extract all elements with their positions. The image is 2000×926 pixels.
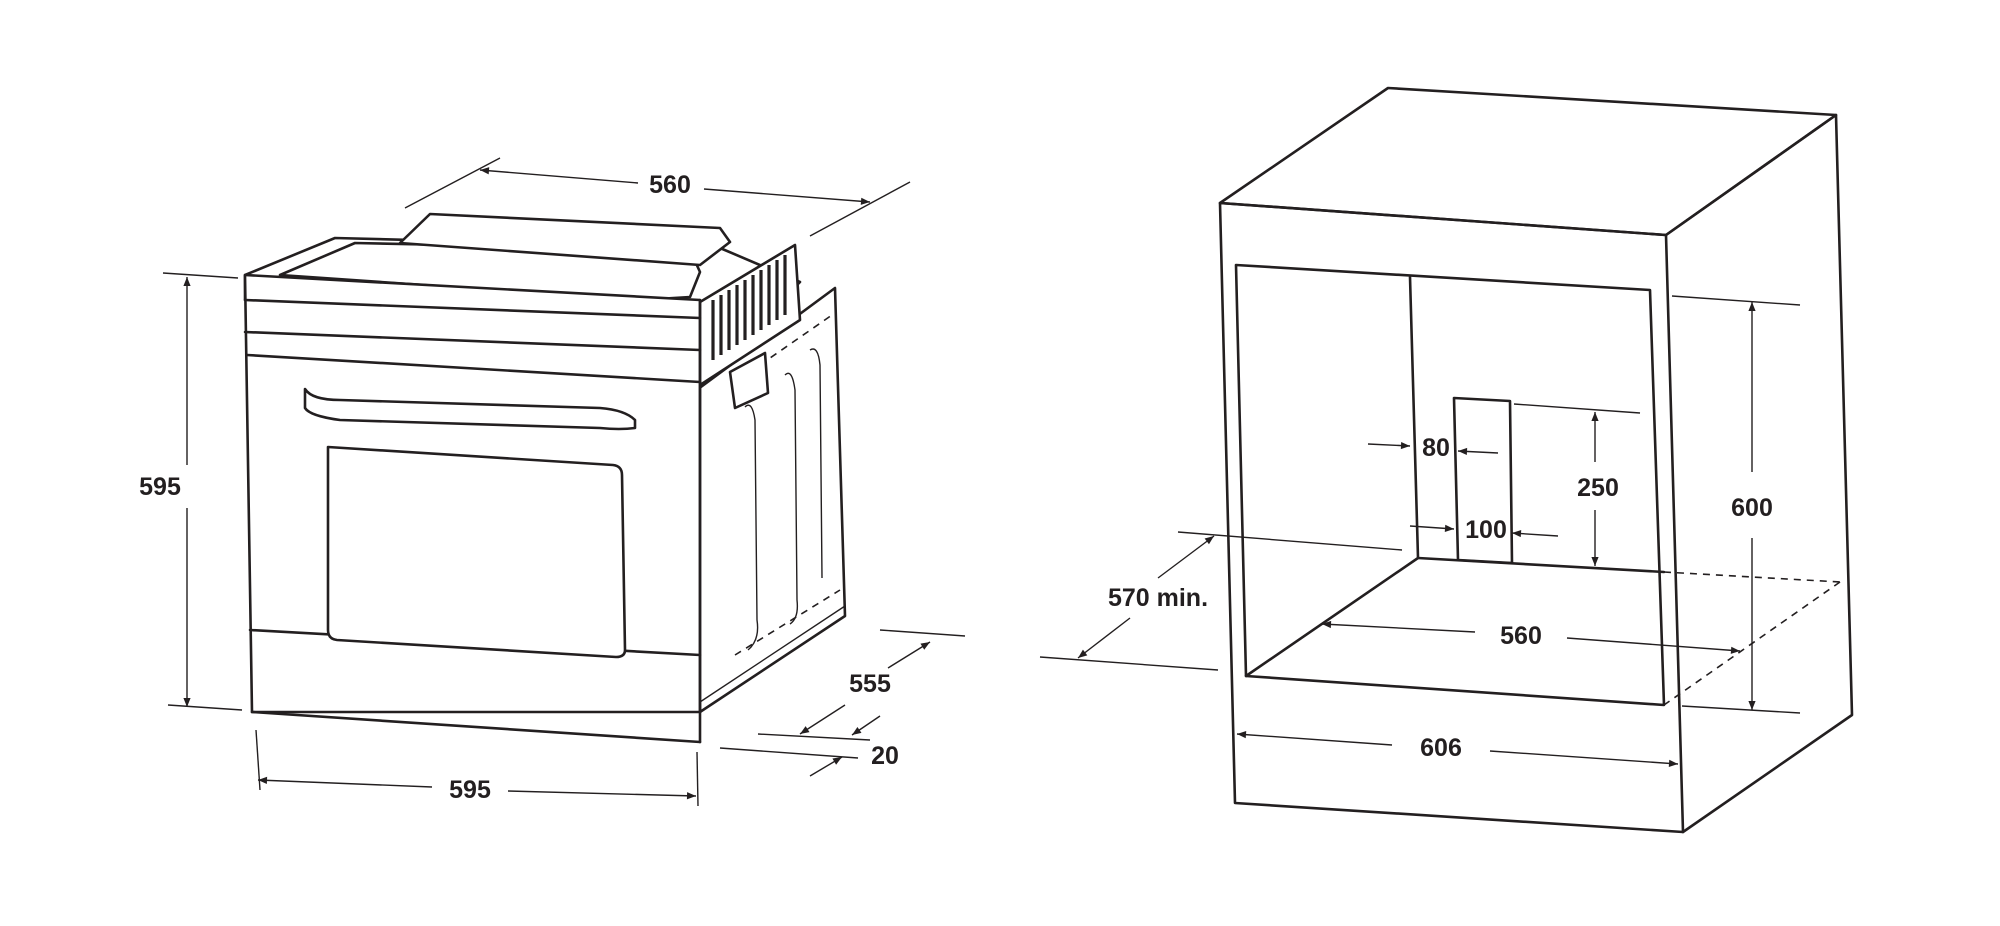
oven-depth-ext-back [879, 629, 966, 637]
cabinet-depth-ext-front [1039, 656, 1219, 671]
oven-side-rib-1 [744, 404, 759, 651]
oven-door-handle [303, 387, 637, 431]
oven-top-ext-right [809, 181, 911, 237]
cabinet-dimensions: 600 606 560 570 min. 250 80 100 [1039, 295, 1801, 767]
oven-depth-ext-front [757, 733, 871, 741]
cabinet-width-arrow-left [1236, 731, 1393, 746]
cabinet-drawing [1218, 86, 1854, 834]
cabinet-top [1218, 86, 1838, 237]
oven-top-arrow-right [703, 188, 871, 205]
cabinet-rear-cutout [1452, 396, 1514, 565]
cutout-width-arrow-left [1409, 524, 1455, 532]
cabinet-height-ext-bottom [1681, 705, 1801, 714]
cabinet-depth-arrow-front [1077, 617, 1131, 659]
cabinet-inner-width-label: 560 [1500, 622, 1542, 650]
cutout-offset-arrow-right [1457, 447, 1499, 456]
oven-top-ext-left [404, 157, 501, 209]
cabinet-inner-back-left [1244, 275, 1420, 678]
oven-front-ext [719, 747, 859, 759]
oven-width-label: 595 [449, 776, 491, 804]
cabinet-height-ext-top [1671, 295, 1801, 306]
cabinet-depth-label: 570 min. [1108, 584, 1208, 612]
cabinet-inner-width-arrow-left [1321, 620, 1476, 633]
oven-depth-arrow-back [887, 641, 931, 669]
oven-control-strip-bottom [243, 330, 702, 352]
oven-bottom-edge [250, 710, 702, 744]
oven-width-arrow-right [507, 790, 697, 800]
cabinet-depth-arrow-back [1157, 535, 1215, 579]
cutout-width-label: 100 [1465, 516, 1507, 544]
oven-side-rib-3 [809, 348, 823, 579]
cutout-offset-label: 80 [1422, 434, 1450, 462]
cabinet-depth-ext-back [1177, 531, 1403, 551]
cabinet-hidden-floor-right [1663, 571, 1841, 583]
oven-door-divider [245, 353, 702, 384]
oven-front-label: 20 [871, 742, 899, 770]
oven-front-arrow-upper [851, 715, 881, 736]
oven-drawing [243, 212, 847, 744]
oven-side-dashed-top [759, 314, 833, 366]
oven-height-ext-bottom [167, 704, 243, 711]
oven-mount-bracket [728, 351, 770, 410]
oven-depth-label: 555 [849, 670, 891, 698]
cutout-offset-arrow-left [1367, 441, 1411, 450]
oven-side-rail [699, 605, 846, 703]
cabinet-width-arrow-right [1489, 750, 1679, 767]
oven-top-depth-label: 560 [649, 171, 691, 199]
cabinet-height-label: 600 [1731, 494, 1773, 522]
cutout-height-label: 250 [1577, 474, 1619, 502]
oven-width-arrow-left [257, 776, 433, 788]
vent-grille [711, 255, 787, 360]
oven-depth-arrow-front [799, 704, 846, 735]
oven-control-strip-top [243, 298, 702, 320]
oven-door-window [326, 445, 627, 659]
oven-height-label: 595 [139, 473, 181, 501]
cabinet-width-label: 606 [1420, 734, 1462, 762]
oven-width-ext-right [696, 751, 699, 807]
cutout-height-ext-top [1513, 403, 1641, 414]
cabinet-inner-width-arrow-right [1566, 637, 1741, 654]
cabinet-inner-back-bottom [1416, 556, 1666, 574]
oven-width-ext-left [255, 729, 261, 791]
oven-top-vent-hood [398, 212, 732, 267]
cutout-width-arrow-right [1511, 529, 1559, 538]
cabinet-right-side [1664, 113, 1854, 834]
oven-front-arrow-lower [809, 756, 843, 777]
oven-top-arrow-left [479, 167, 639, 184]
oven-dimensions: 595 595 560 555 20 [139, 157, 966, 807]
oven-height-ext-top [162, 272, 239, 279]
